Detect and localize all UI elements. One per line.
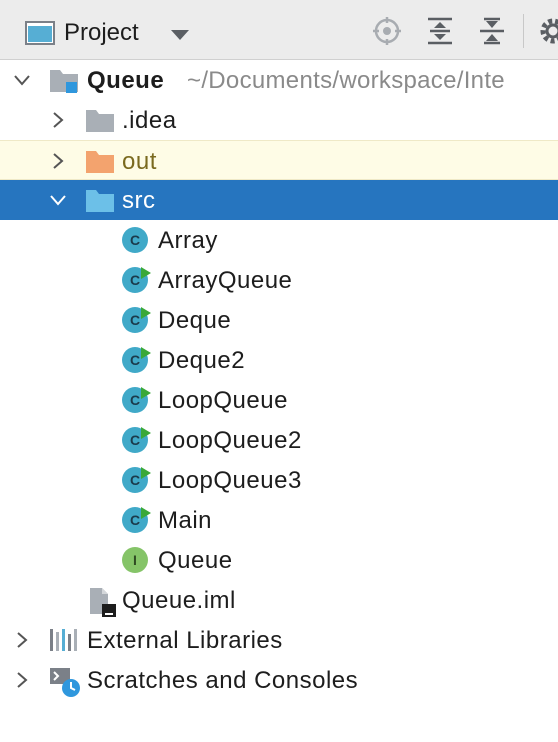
chevron-right-icon[interactable] [50,112,66,128]
java-runnable-class-icon: C [121,346,151,374]
tree-node-class[interactable]: C Array [0,220,558,260]
svg-text:I: I [133,552,137,568]
project-toolbar: Project [0,0,558,60]
tree-root-queue[interactable]: Queue ~/Documents/workspace/Inte [0,60,558,100]
tree-node-class[interactable]: C LoopQueue2 [0,420,558,460]
gear-icon[interactable] [538,16,558,46]
tree-node-src[interactable]: src [0,180,558,220]
chevron-right-icon[interactable] [14,672,30,688]
tree-node-external-libraries[interactable]: External Libraries [0,620,558,660]
tree-node-idea[interactable]: .idea [0,100,558,140]
source-folder-icon [85,186,115,214]
iml-file-icon [88,586,118,617]
svg-text:C: C [130,312,140,328]
chevron-down-icon[interactable] [14,72,30,88]
tree-node-class[interactable]: C Main [0,500,558,540]
java-runnable-class-icon: C [121,466,151,494]
svg-text:C: C [130,232,140,248]
tree-label: Queue.iml [122,587,236,614]
libraries-icon [49,626,79,654]
project-view-icon [25,21,55,50]
java-class-icon: C [121,226,151,254]
folder-icon [85,106,115,134]
tree-label: Queue [87,67,165,94]
tree-label: out [122,148,157,175]
chevron-down-icon[interactable] [50,192,66,208]
module-folder-icon [49,66,79,94]
tree-label: ArrayQueue [158,267,293,294]
tree-node-class[interactable]: C LoopQueue [0,380,558,420]
java-runnable-class-icon: C [121,426,151,454]
svg-text:C: C [130,392,140,408]
svg-text:C: C [130,472,140,488]
tree-node-out[interactable]: out [0,140,558,180]
tree-node-class[interactable]: C LoopQueue3 [0,460,558,500]
tree-label: Deque2 [158,347,246,374]
project-view-title[interactable]: Project [64,19,139,46]
tree-node-file[interactable]: Queue.iml [0,580,558,620]
view-selector-dropdown-icon[interactable] [170,28,190,46]
tree-node-class[interactable]: C ArrayQueue [0,260,558,300]
tree-label: Deque [158,307,232,334]
tree-node-scratches[interactable]: Scratches and Consoles [0,660,558,700]
excluded-folder-icon [85,147,115,175]
java-runnable-class-icon: C [121,306,151,334]
tree-node-class[interactable]: C Deque2 [0,340,558,380]
tree-label: .idea [122,107,177,134]
tree-node-class[interactable]: C Deque [0,300,558,340]
collapse-all-icon[interactable] [477,16,507,46]
chevron-right-icon[interactable] [50,153,66,169]
tree-node-interface[interactable]: I Queue [0,540,558,580]
toolbar-divider [523,14,524,48]
scratches-icon [49,666,80,697]
locate-target-icon[interactable] [372,16,402,46]
chevron-right-icon[interactable] [14,632,30,648]
tree-label: LoopQueue2 [158,427,302,454]
svg-text:C: C [130,272,140,288]
tree-label: LoopQueue [158,387,288,414]
tree-label: Queue [158,547,233,574]
tree-label: LoopQueue3 [158,467,302,494]
tree-label: Scratches and Consoles [87,667,359,694]
svg-text:C: C [130,432,140,448]
svg-text:C: C [130,512,140,528]
module-path: ~/Documents/workspace/Inte [187,67,505,94]
java-runnable-class-icon: C [121,386,151,414]
tree-label: Array [158,227,218,254]
java-interface-icon: I [121,546,151,574]
svg-text:C: C [130,352,140,368]
tree-label: External Libraries [87,627,283,654]
expand-all-icon[interactable] [425,16,455,46]
tree-label: src [122,187,156,214]
tree-label: Main [158,507,213,534]
java-runnable-class-icon: C [121,506,151,534]
java-runnable-class-icon: C [121,266,151,294]
